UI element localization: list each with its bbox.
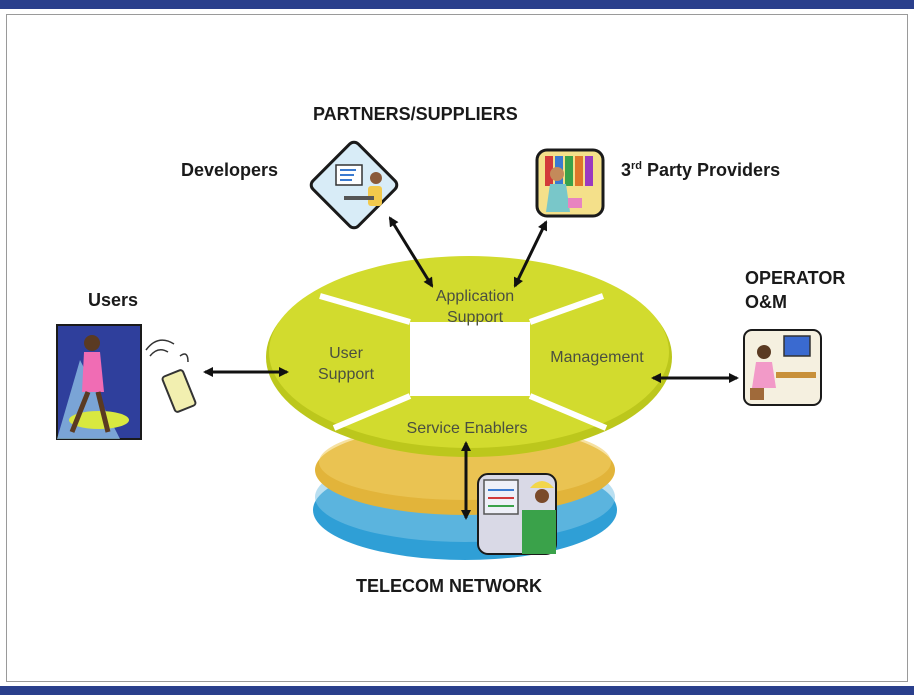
third-party-providers-label: 3rd Party Providers (621, 160, 780, 181)
service-enablers-segment-label: Service Enablers (406, 420, 528, 437)
management-segment-label: Management (550, 349, 644, 366)
application-support-segment-label: Application Support (405, 286, 545, 328)
telecom-network-label: TELECOM NETWORK (356, 576, 542, 596)
developers-arrow (388, 216, 434, 288)
user-support-line2: Support (317, 366, 375, 383)
operator-label-line1: OPERATOR (745, 268, 846, 288)
application-support-line2: Support (446, 309, 504, 326)
network-technician-clipart-icon (477, 473, 557, 555)
operator-clipart-icon (743, 329, 822, 406)
user-support-line1: User (329, 345, 363, 362)
user-support-segment-label: User Support (298, 343, 394, 385)
operator-label: OPERATOR O&M (745, 266, 845, 314)
service-platform-ellipse (266, 256, 672, 457)
third-party-text: Party Providers (642, 160, 781, 180)
bottom-border-bar (0, 686, 914, 695)
operator-label-line2: O&M (745, 292, 787, 312)
third-party-arrow (513, 220, 548, 288)
developers-clipart-icon (309, 140, 399, 230)
third-party-number: 3 (621, 160, 632, 180)
top-border-bar (0, 0, 914, 9)
users-label: Users (88, 290, 139, 310)
cell-phone-clipart-icon (145, 339, 197, 413)
application-support-line1: Application (435, 288, 515, 305)
users-clipart-icon (56, 324, 142, 440)
connection-arrows (203, 216, 739, 520)
partners-suppliers-label: PARTNERS/SUPPLIERS (313, 104, 518, 124)
content-panel (6, 14, 908, 682)
third-party-ordinal: rd (631, 160, 643, 172)
third-party-providers-clipart-icon (535, 148, 605, 218)
developers-label: Developers (181, 160, 279, 180)
